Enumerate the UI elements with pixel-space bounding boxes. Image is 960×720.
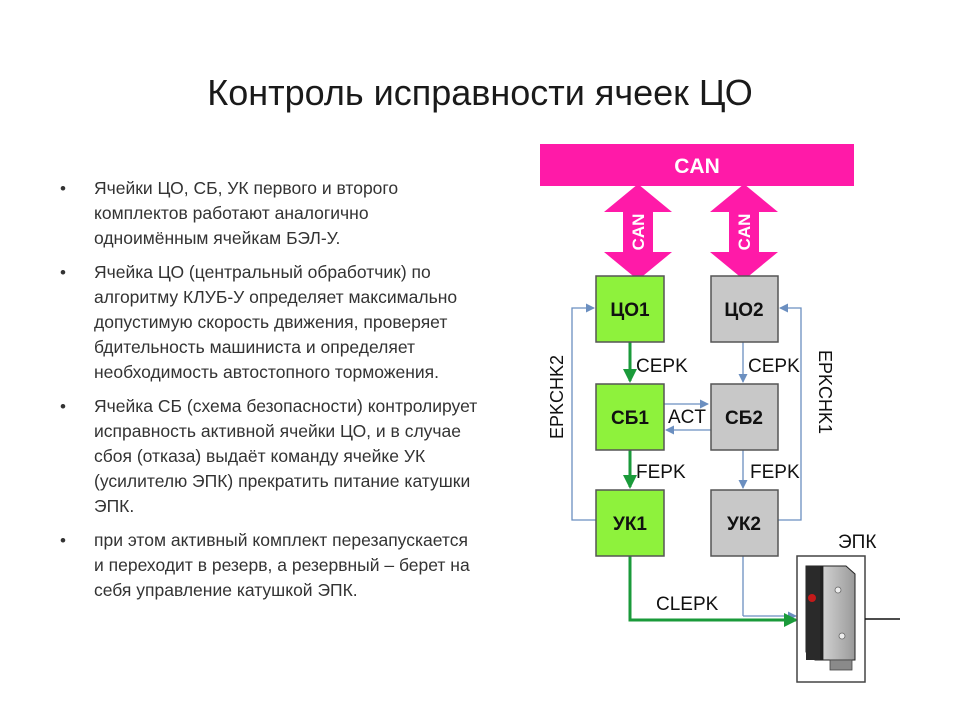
bullet-text: Ячейка ЦО (центральный обработчик) по ал… xyxy=(94,262,458,382)
block-co1 xyxy=(595,275,665,343)
cepk-right-label: CEPK xyxy=(748,356,800,377)
block-sb2-label: СБ2 xyxy=(725,408,763,429)
block-uk1 xyxy=(595,489,665,557)
epkchk1-label: EPKCHK1 xyxy=(815,350,835,434)
block-uk2-label: УК2 xyxy=(727,514,761,535)
block-co2-label: ЦО2 xyxy=(724,300,763,321)
bullet-item: • при этом активный комплект перезапускае… xyxy=(60,528,480,603)
bullet-text: при этом активный комплект перезапускает… xyxy=(94,530,470,600)
epkchk1-line xyxy=(778,303,802,521)
bullet-marker: • xyxy=(60,531,66,550)
fepk-right-label: FEPK xyxy=(750,462,800,483)
can-bus-label: CAN xyxy=(674,155,720,178)
epk-device xyxy=(796,555,900,683)
can-arrow-left-label: CAN xyxy=(629,214,648,251)
block-co2 xyxy=(710,275,779,343)
can-arrow-right-label: CAN xyxy=(735,214,754,251)
block-uk1-label: УК1 xyxy=(613,514,647,535)
act-label: ACT xyxy=(668,407,706,428)
block-co1-label: ЦО1 xyxy=(610,300,650,321)
bullet-item: • Ячейка ЦО (центральный обработчик) по а… xyxy=(60,260,480,385)
bullet-text: Ячейка СБ (схема безопасности) контролир… xyxy=(94,396,478,516)
bullet-marker: • xyxy=(60,397,66,416)
block-sb1 xyxy=(595,383,665,451)
clepk-label: CLEPK xyxy=(656,594,719,615)
block-uk2 xyxy=(710,489,779,557)
can-bus-bar xyxy=(540,144,854,186)
clepk-arrow xyxy=(628,556,798,627)
can-arrow-right xyxy=(710,184,778,280)
epkchk2-label: EPKCHK2 xyxy=(547,355,567,439)
block-sb2 xyxy=(710,383,779,451)
cepk-left-label: CEPK xyxy=(636,356,688,377)
bullet-list: • Ячейки ЦО, СБ, УК первого и второго ком… xyxy=(60,176,480,612)
epkchk2-line xyxy=(571,303,596,521)
bullet-item: • Ячейки ЦО, СБ, УК первого и второго ком… xyxy=(60,176,480,251)
bullet-item: • Ячейка СБ (схема безопасности) контроли… xyxy=(60,394,480,519)
block-sb1-label: СБ1 xyxy=(611,408,649,429)
page-title: Контроль исправности ячеек ЦО xyxy=(207,72,753,113)
bullet-text: Ячейки ЦО, СБ, УК первого и второго комп… xyxy=(94,178,399,248)
epk-label: ЭПК xyxy=(838,532,876,553)
bullet-marker: • xyxy=(60,179,66,198)
can-arrow-left xyxy=(604,184,672,280)
fepk-left-label: FEPK xyxy=(636,462,686,483)
bullet-marker: • xyxy=(60,263,66,282)
